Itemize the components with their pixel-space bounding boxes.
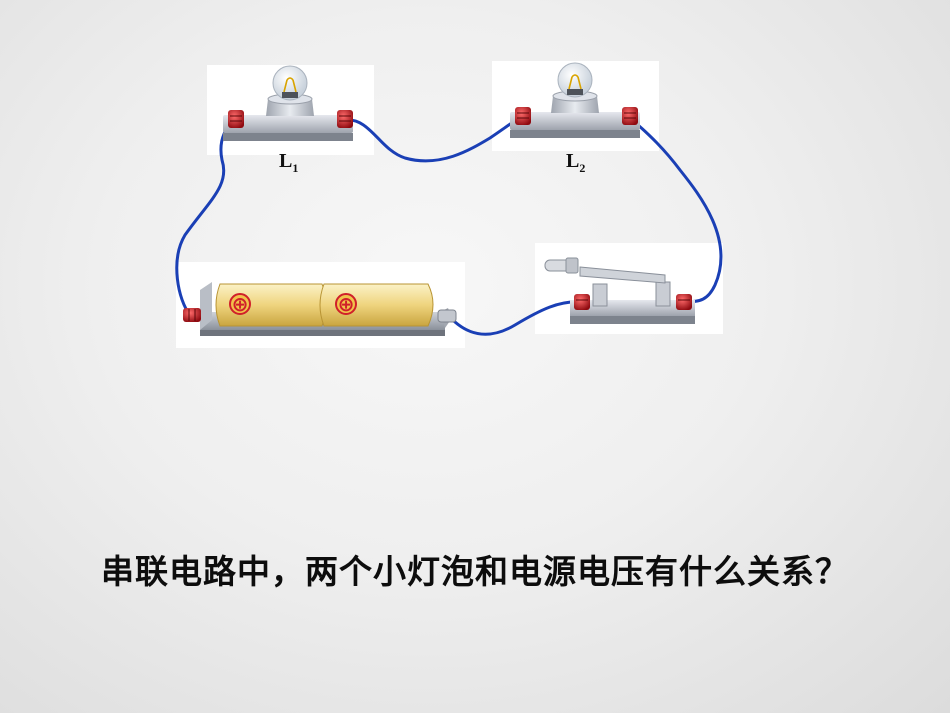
bulb2-label: L2 [566,150,585,176]
wire-bulb2-to-switch [628,116,723,304]
terminal-icon [183,308,201,322]
terminal-icon [676,294,692,310]
bulb1-label-letter: L [279,150,293,172]
bulb2-label-subscript: 2 [579,161,586,175]
terminal-icon [622,107,638,125]
knife-switch [544,257,695,324]
terminal-icon [228,110,244,128]
bulb-l1 [223,65,353,141]
question-text: 串联电路中，两个小灯泡和电源电压有什么关系？ [101,552,849,591]
battery-cell [319,283,434,327]
terminal-icon [574,294,590,310]
plus-icon: ⊕ [232,292,249,316]
battery-holder: ⊕ ⊕ [183,282,457,336]
bulb1-label-subscript: 1 [292,161,299,175]
terminal-icon [515,107,531,125]
wire-bulb1-to-bulb2 [344,114,525,163]
plus-icon: ⊕ [338,292,355,316]
wire-switch-to-battery [438,300,584,336]
bulb-l2 [510,62,640,138]
bulb1-label: L1 [279,150,298,176]
bulb2-label-letter: L [566,150,580,172]
switch-handle [544,257,579,274]
battery-cell [215,283,327,327]
wire-battery-to-bulb1 [175,118,240,317]
terminal-icon [337,110,353,128]
